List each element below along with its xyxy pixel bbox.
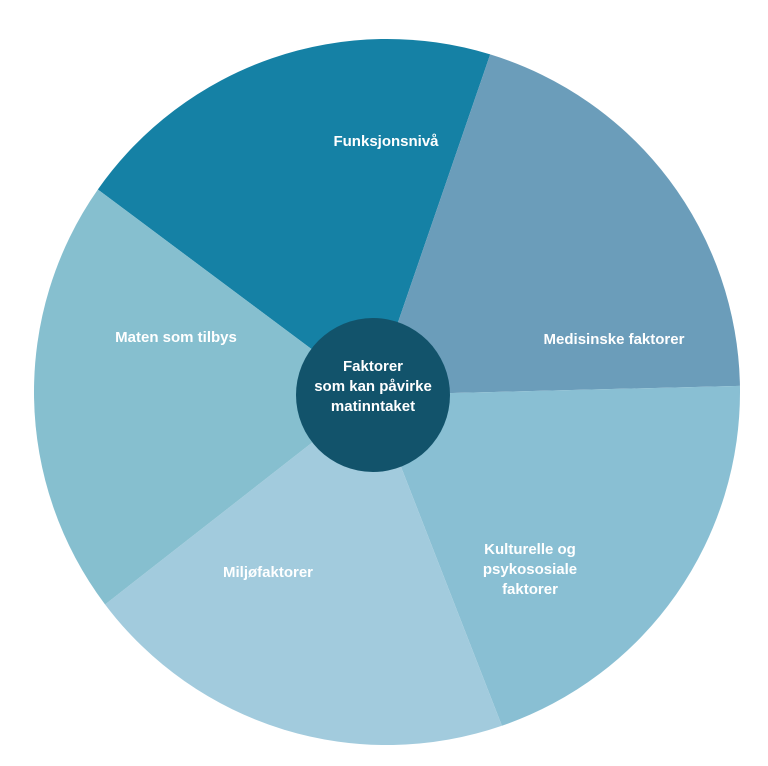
segment-label-funksjonsniva: Funksjonsnivå [333,133,439,150]
center-label-line: matinntaket [331,398,415,415]
segment-label-line: Miljøfaktorer [223,564,313,581]
segment-kulturelle-og-psykososiale-faktorer [373,385,741,726]
segment-label-medisinske-faktorer: Medisinske faktorer [544,331,685,348]
segment-label-maten-som-tilbys: Maten som tilbys [115,329,237,346]
segment-medisinske-faktorer [373,54,740,396]
segment-miljofaktorer [105,395,502,746]
segment-label-line: faktorer [502,581,558,598]
segment-label-line: psykososiale [483,561,577,578]
center-label: Faktorer som kan påvirke matinntaket [314,358,432,415]
segment-label-line: Funksjonsnivå [333,133,439,150]
segment-funksjonsniva [97,38,491,395]
segment-label-kulturelle-og-psykososiale-faktorer: Kulturelle og psykososiale faktorer [483,541,577,598]
center-label-line: Faktorer [343,358,403,375]
segment-maten-som-tilbys [34,189,373,605]
segment-label-line: Maten som tilbys [115,329,237,346]
segments-layer [34,38,741,746]
center-label-line: som kan påvirke [314,378,432,395]
segment-label-line: Kulturelle og [484,541,576,558]
segment-label-line: Medisinske faktorer [544,331,685,348]
segment-label-miljofaktorer: Miljøfaktorer [223,564,313,581]
center-circle [296,318,450,472]
